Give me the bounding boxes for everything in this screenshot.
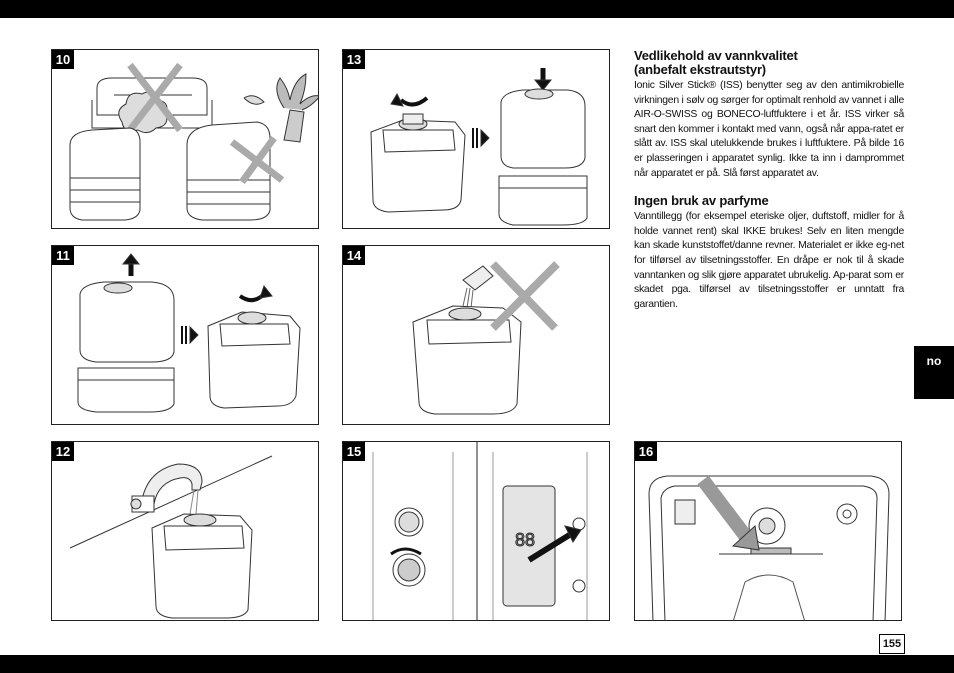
page-number: 155 (879, 634, 905, 654)
humidifier-placement-illustration (69, 62, 318, 221)
language-tab: no (914, 346, 954, 399)
tank-lift-illustration (77, 253, 301, 413)
heading-line-1: Vedlikehold av vannkvalitet (634, 48, 798, 63)
section-heading: Vedlikehold av vannkvalitet(anbefalt eks… (634, 49, 904, 77)
text-column: Vedlikehold av vannkvalitet(anbefalt eks… (634, 49, 904, 312)
section-heading-2: Ingen bruk av parfyme (634, 193, 769, 209)
figure-panel-15: 15 88 (342, 441, 610, 621)
figure-number: 10 (52, 50, 74, 69)
figure-number: 13 (343, 50, 365, 69)
svg-text:88: 88 (515, 530, 535, 550)
figure-panel-12: 12 (51, 441, 319, 621)
heading-line-2: (anbefalt ekstrautstyr) (634, 62, 766, 77)
control-panel-illustration: 88 (372, 442, 588, 620)
figure-number: 11 (52, 246, 74, 265)
bottom-bar (0, 655, 954, 673)
top-bar (0, 0, 954, 18)
figure-number: 16 (635, 442, 657, 461)
filling-water-illustration (69, 455, 273, 619)
no-perfume-illustration (412, 261, 560, 415)
figure-panel-16: 16 (634, 441, 902, 621)
figure-number: 14 (343, 246, 365, 265)
section-body: Ionic Silver Stick® (ISS) benytter seg a… (634, 80, 904, 179)
tank-removal-illustration (370, 68, 588, 226)
figure-panel-13: 13 (342, 49, 610, 229)
figure-number: 12 (52, 442, 74, 461)
section-body-2: Vanntillegg (for eksempel eteriske oljer… (634, 211, 904, 310)
iss-location-illustration (648, 475, 890, 620)
figure-number: 15 (343, 442, 365, 461)
figure-panel-14: 14 (342, 245, 610, 425)
figure-panel-10: 10 (51, 49, 319, 229)
figure-panel-11: 11 (51, 245, 319, 425)
